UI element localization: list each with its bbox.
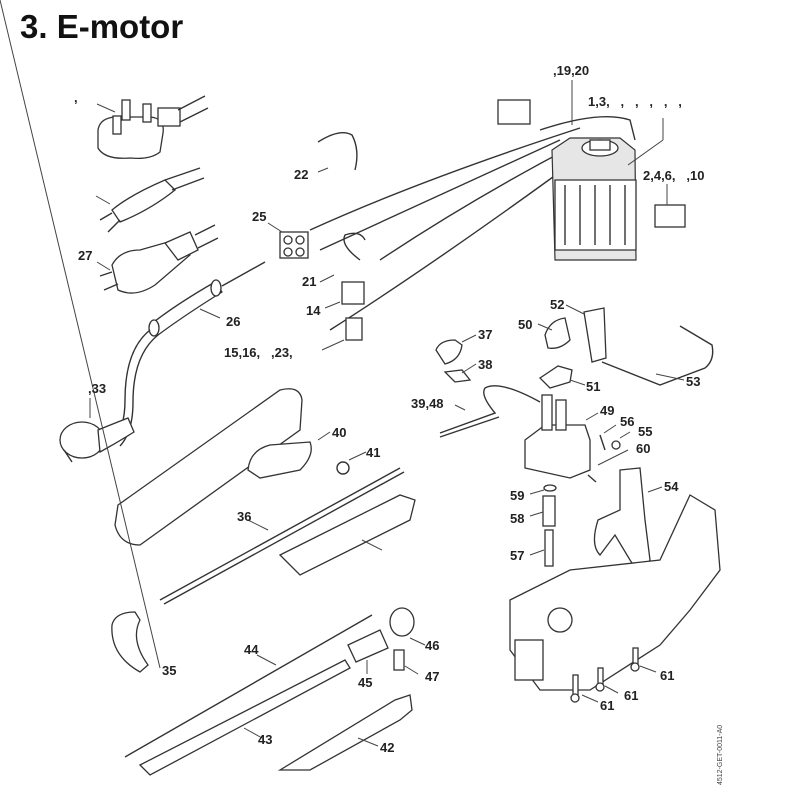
spring-41-part[interactable] [336, 451, 367, 475]
slide-52-part[interactable] [565, 304, 607, 363]
diagram-code: 4512-GET-0011-A0 [717, 725, 724, 785]
uk-plug-part[interactable] [96, 95, 209, 160]
label-46: 46 [425, 638, 439, 653]
clip-47-part[interactable] [393, 649, 419, 675]
label-42: 42 [380, 740, 394, 755]
motor-wires [309, 116, 636, 331]
callout-labels: , ,19,20 1,3, , , , , , 2,4,6, ,10 22 25… [74, 63, 724, 785]
label-uk-plug: , [74, 90, 78, 105]
latch-51-part[interactable] [538, 365, 586, 389]
label-61c: 61 [660, 668, 674, 683]
label-60: 60 [636, 441, 650, 456]
brush-part[interactable] [654, 184, 686, 228]
label-15-16-23: 15,16, ,23, [224, 345, 293, 360]
lever-37-part[interactable] [435, 334, 477, 365]
label-57: 57 [510, 548, 524, 563]
handle-42-part[interactable] [277, 694, 413, 771]
label-47: 47 [425, 669, 439, 684]
euro-plug-part[interactable] [95, 167, 205, 233]
spring-60-part[interactable] [587, 449, 629, 483]
bracket-54-part[interactable] [593, 467, 663, 577]
aus-plug-part[interactable] [59, 398, 135, 463]
rod-36-part[interactable] [159, 467, 405, 605]
label-52: 52 [550, 297, 564, 312]
sleeve-45-part[interactable] [347, 629, 389, 674]
handle-half-part[interactable] [114, 388, 303, 546]
label-36: 36 [237, 509, 251, 524]
rod-part[interactable] [439, 385, 541, 438]
label-25: 25 [252, 209, 266, 224]
bracket-35-part[interactable] [0, 0, 161, 673]
label-22: 22 [294, 167, 308, 182]
label-27: 27 [78, 248, 92, 263]
label-37: 37 [478, 327, 492, 342]
label-61b: 61 [624, 688, 638, 703]
main-housing-part[interactable] [509, 494, 721, 691]
label-33: ,33 [88, 381, 106, 396]
label-55: 55 [638, 424, 652, 439]
label-61a: 61 [600, 698, 614, 713]
clip-59-part[interactable] [529, 484, 557, 495]
cable-44-part[interactable] [124, 614, 373, 758]
label-21: 21 [302, 274, 316, 289]
label-54: 54 [664, 479, 679, 494]
handle-insert-part[interactable] [278, 494, 416, 576]
label-56: 56 [620, 414, 634, 429]
label-19-20: ,19,20 [553, 63, 589, 78]
switch-part[interactable] [319, 232, 366, 351]
label-51: 51 [586, 379, 600, 394]
label-49: 49 [600, 403, 614, 418]
label-41: 41 [366, 445, 380, 460]
label-44: 44 [244, 642, 259, 657]
label-50: 50 [518, 317, 532, 332]
label-45: 45 [358, 675, 372, 690]
label-26: 26 [226, 314, 240, 329]
nut-55-part[interactable] [611, 431, 631, 450]
spring-38-part[interactable] [443, 363, 477, 383]
trigger-40-part[interactable] [247, 431, 331, 479]
pin-57-part[interactable] [529, 529, 554, 567]
terminal-block-part[interactable] [267, 222, 309, 259]
label-39-48: 39,48 [411, 396, 444, 411]
label-43: 43 [258, 732, 272, 747]
electric-motor-part[interactable] [551, 118, 664, 261]
trigger-50-part[interactable] [537, 317, 571, 349]
connector-part[interactable] [497, 80, 573, 125]
switch-housing-part[interactable] [524, 394, 599, 479]
label-1-3: 1,3, , , , , , [588, 94, 682, 109]
screw-61b-part[interactable] [595, 667, 619, 694]
page-title: 3. E-motor [20, 8, 184, 45]
bow-rod-part[interactable] [601, 325, 714, 386]
spring-58-part[interactable] [529, 495, 556, 527]
label-2-4-6-10: 2,4,6, ,10 [643, 168, 704, 183]
label-14: 14 [306, 303, 321, 318]
label-59: 59 [510, 488, 524, 503]
label-53: 53 [686, 374, 700, 389]
label-38: 38 [478, 357, 492, 372]
label-40: 40 [332, 425, 346, 440]
label-58: 58 [510, 511, 524, 526]
spring-56-part[interactable] [599, 424, 617, 451]
label-35: 35 [162, 663, 176, 678]
screw-61c-part[interactable] [630, 647, 657, 673]
rail-43-part[interactable] [138, 659, 351, 776]
wire-22-part[interactable] [317, 132, 358, 173]
schuko-plug-part[interactable] [96, 224, 219, 294]
screw-61a-part[interactable] [570, 674, 599, 703]
cap-46-part[interactable] [389, 607, 426, 646]
